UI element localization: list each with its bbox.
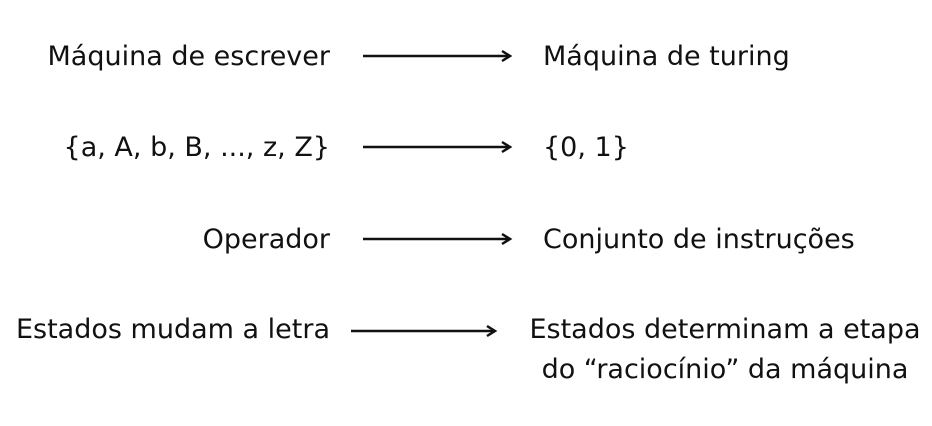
- right-term-3: Conjunto de instruções: [543, 224, 855, 255]
- mapping-arrow-3: [363, 231, 513, 247]
- right-term-4-line-1: Estados determinam a etapa: [529, 314, 921, 345]
- mapping-arrow-4: [351, 323, 498, 339]
- left-term-3: Operador: [202, 224, 330, 255]
- mapping-arrow-2: [363, 139, 513, 155]
- mapping-arrow-1: [363, 48, 513, 64]
- right-term-4-line-2: do “raciocínio” da máquina: [541, 354, 909, 385]
- right-term-1: Máquina de turing: [543, 41, 790, 72]
- left-term-4: Estados mudam a letra: [15, 314, 330, 345]
- right-term-4: Estados determinam a etapa do “raciocíni…: [525, 310, 925, 390]
- left-term-2: {a, A, b, B, ..., z, Z}: [63, 132, 330, 163]
- left-term-1: Máquina de escrever: [47, 41, 331, 72]
- right-term-2: {0, 1}: [543, 132, 629, 163]
